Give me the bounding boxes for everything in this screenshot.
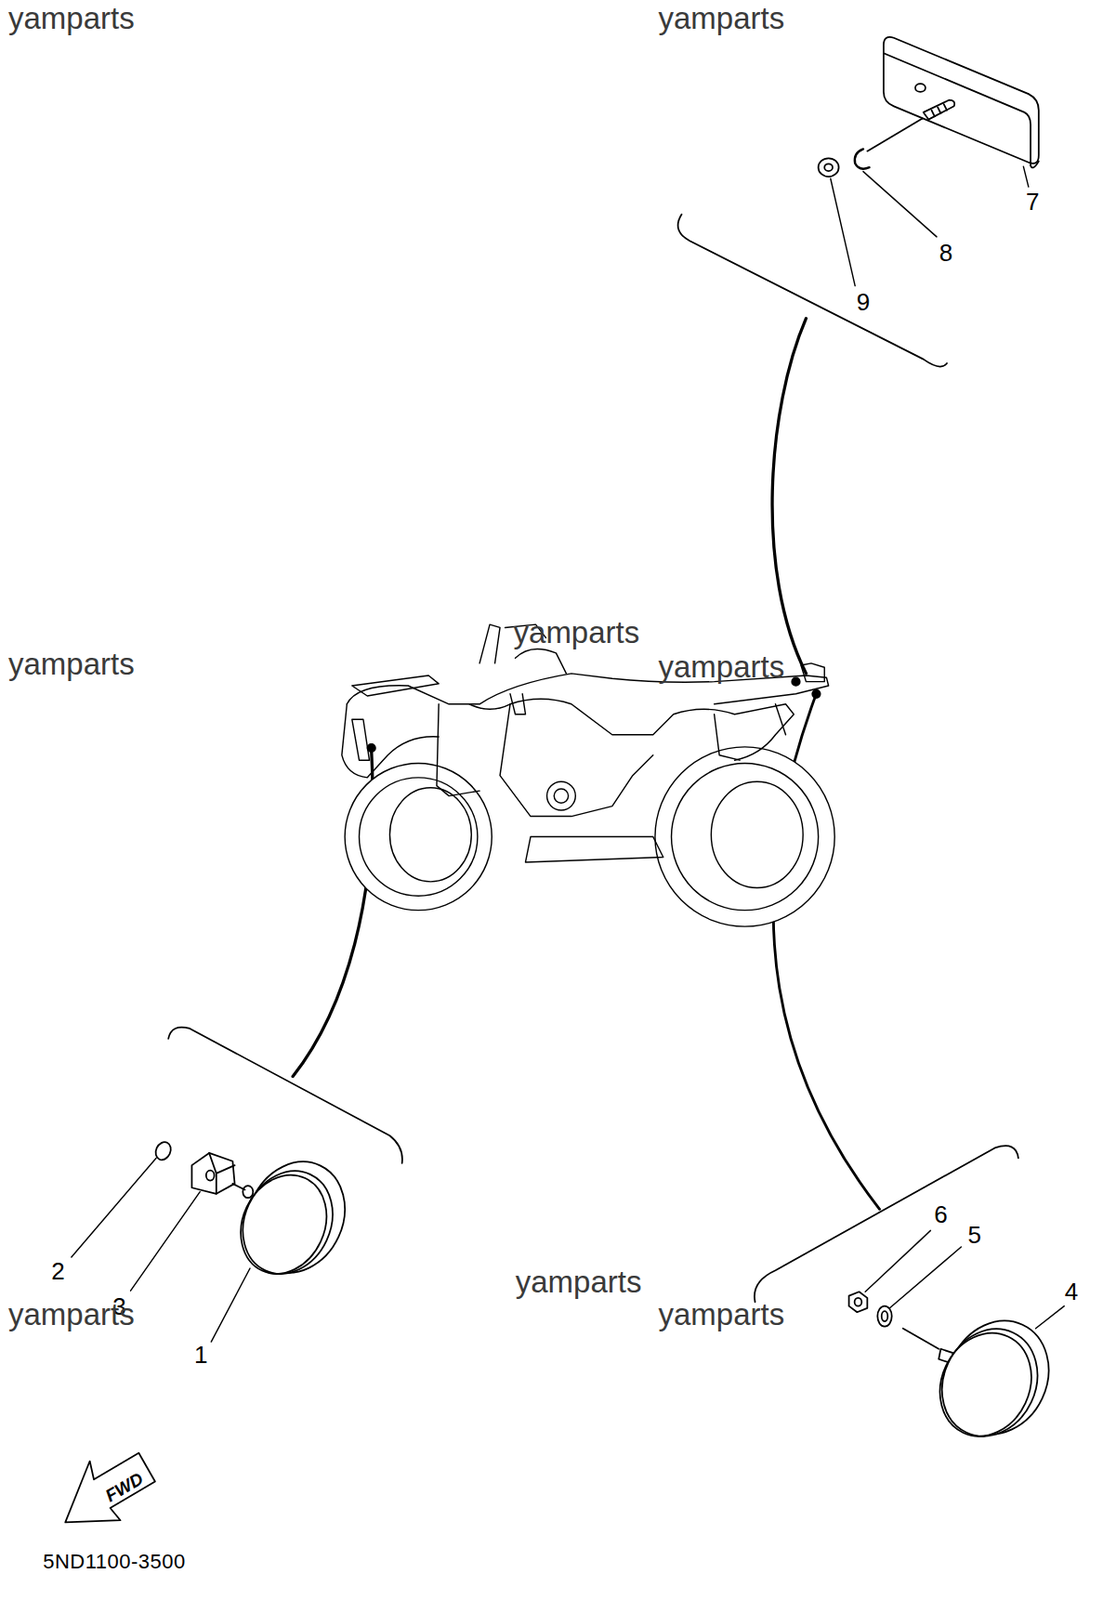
callout-number: 5 bbox=[967, 1222, 981, 1248]
callout-number: 8 bbox=[939, 240, 953, 265]
callout-number: 4 bbox=[1064, 1279, 1078, 1304]
watermark: yamparts bbox=[515, 1266, 643, 1298]
callout-number: 7 bbox=[1025, 189, 1039, 214]
callout-number: 9 bbox=[856, 289, 870, 315]
diagram-code: 5ND1100-3500 bbox=[42, 1551, 186, 1573]
watermark: yamparts bbox=[657, 2, 785, 34]
callout-number: 1 bbox=[194, 1342, 208, 1367]
watermark: yamparts bbox=[657, 1299, 785, 1330]
watermark: yamparts bbox=[8, 648, 135, 680]
callout-number: 2 bbox=[51, 1259, 65, 1284]
watermark: yamparts bbox=[513, 617, 641, 648]
rear-reflector bbox=[818, 37, 1039, 177]
watermark: yamparts bbox=[8, 2, 135, 34]
watermark: yamparts bbox=[657, 651, 785, 683]
side-reflector bbox=[849, 1291, 1068, 1452]
watermark: yamparts bbox=[8, 1299, 135, 1330]
atv-illustration bbox=[341, 624, 835, 927]
forward-arrow bbox=[65, 1453, 156, 1524]
callout-number: 6 bbox=[933, 1202, 947, 1227]
